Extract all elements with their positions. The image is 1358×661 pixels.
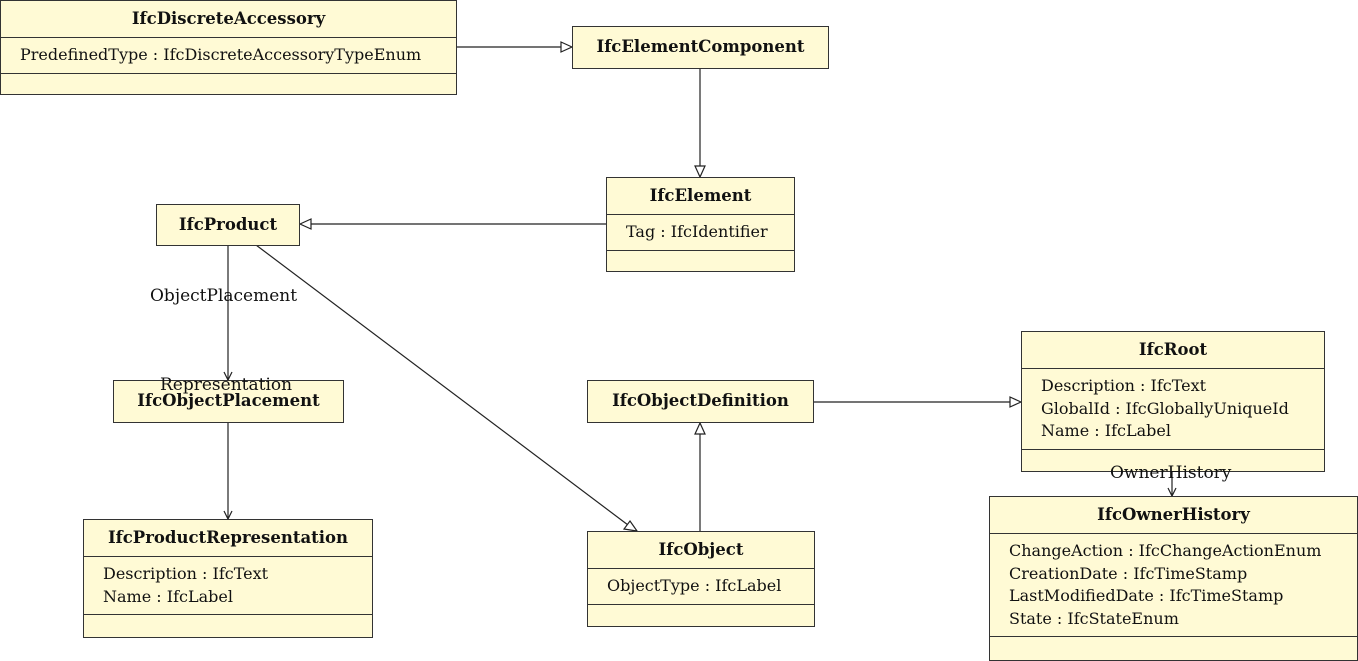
attribute: Name : IfcLabel: [103, 586, 233, 606]
attribute: Tag : IfcIdentifier: [626, 222, 768, 241]
class-name: IfcObjectDefinition: [612, 391, 789, 410]
generalization-arrowhead: [560, 41, 574, 53]
operations-compartment: [1, 72, 456, 92]
attribute: PredefinedType : IfcDiscreteAccessoryTyp…: [20, 45, 422, 64]
class-ifc-object[interactable]: IfcObject ObjectType : IfcLabel: [587, 531, 815, 627]
attribute-list: ObjectType : IfcLabel: [588, 568, 814, 604]
class-name: IfcObjectPlacement: [137, 391, 320, 410]
attribute: State : IfcStateEnum: [1009, 608, 1179, 628]
attribute-list: Description : IfcText GlobalId : IfcGlob…: [1022, 368, 1324, 449]
attribute: ChangeAction : IfcChangeActionEnum: [1009, 541, 1322, 560]
class-ifc-root[interactable]: IfcRoot Description : IfcText GlobalId :…: [1021, 331, 1325, 472]
generalization-arrowhead: [1009, 396, 1023, 408]
operations-compartment: [1022, 448, 1324, 468]
generalization-arrowhead: [694, 421, 706, 435]
class-ifc-object-placement[interactable]: IfcObjectPlacement: [113, 380, 344, 423]
attribute: Description : IfcText: [1041, 376, 1207, 395]
attribute: CreationDate : IfcTimeStamp: [1009, 563, 1248, 583]
operations-compartment: [607, 249, 794, 269]
attribute-list: ChangeAction : IfcChangeActionEnum Creat…: [990, 533, 1357, 636]
attribute: LastModifiedDate : IfcTimeStamp: [1009, 586, 1284, 605]
operations-compartment: [588, 603, 814, 623]
generalization-arrowhead: [622, 519, 639, 532]
class-name: IfcElement: [649, 186, 752, 205]
generalization-product: [255, 244, 629, 526]
class-ifc-object-definition[interactable]: IfcObjectDefinition: [587, 380, 814, 423]
generalization-arrowhead: [298, 218, 312, 230]
generalization-arrowhead: [694, 165, 706, 179]
class-ifc-discrete-accessory[interactable]: IfcDiscreteAccessory PredefinedType : If…: [0, 0, 457, 95]
attribute: Description : IfcText: [103, 564, 269, 583]
class-name: IfcElementComponent: [596, 37, 805, 56]
class-ifc-owner-history[interactable]: IfcOwnerHistory ChangeAction : IfcChange…: [989, 496, 1358, 661]
association-label-object-placement: ObjectPlacement: [150, 286, 298, 306]
attribute-list: Description : IfcText Name : IfcLabel: [84, 556, 372, 614]
class-ifc-element-component[interactable]: IfcElementComponent: [572, 26, 829, 69]
class-name: IfcProductRepresentation: [107, 528, 349, 547]
class-name: IfcDiscreteAccessory: [131, 9, 326, 28]
attribute: GlobalId : IfcGloballyUniqueId: [1041, 398, 1289, 418]
class-name: IfcObject: [658, 540, 744, 559]
attribute-list: PredefinedType : IfcDiscreteAccessoryTyp…: [1, 37, 456, 73]
operations-compartment: [84, 614, 372, 633]
class-name: IfcOwnerHistory: [1097, 505, 1250, 524]
attribute: ObjectType : IfcLabel: [607, 576, 782, 595]
class-ifc-product-representation[interactable]: IfcProductRepresentation Description : I…: [83, 519, 373, 638]
class-ifc-element[interactable]: IfcElement Tag : IfcIdentifier: [606, 177, 795, 272]
attribute: Name : IfcLabel: [1041, 421, 1171, 440]
association-label-representation: Representation: [160, 375, 293, 395]
association-label-owner-history: OwnerHistory: [1110, 463, 1232, 483]
class-ifc-product[interactable]: IfcProduct: [156, 204, 300, 246]
class-name: IfcRoot: [1138, 340, 1208, 359]
operations-compartment: [990, 636, 1357, 655]
class-name: IfcProduct: [178, 215, 278, 234]
attribute-list: Tag : IfcIdentifier: [607, 214, 794, 250]
